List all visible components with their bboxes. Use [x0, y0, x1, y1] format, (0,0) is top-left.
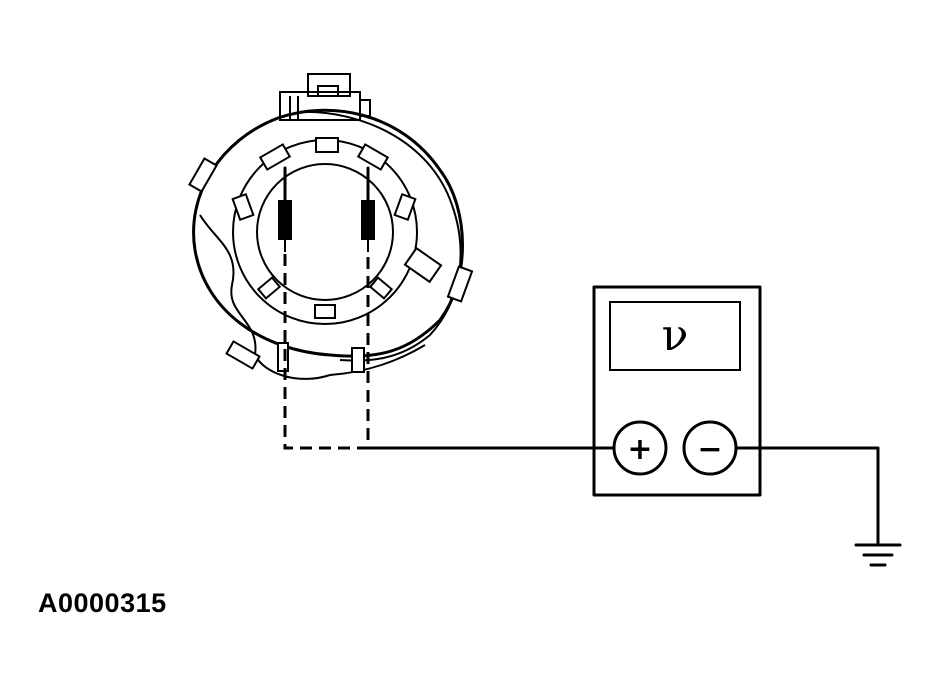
meter-display-symbol: ν: [662, 310, 689, 361]
terminal-pads: [231, 137, 443, 319]
probe-leads-dashed: [283, 254, 370, 450]
voltmeter: ν + −: [592, 285, 762, 497]
connector-housing: [279, 73, 371, 121]
ground-lead: [734, 446, 880, 545]
ground-symbol-icon: [854, 543, 902, 567]
positive-terminal: [612, 420, 668, 476]
mounting-tabs: [188, 157, 474, 373]
negative-terminal-symbol: −: [697, 432, 722, 467]
test-probe-right: [361, 166, 375, 252]
figure-id-label: A0000315: [38, 588, 167, 618]
test-probe-left: [278, 166, 292, 252]
positive-terminal-symbol: +: [627, 432, 652, 467]
